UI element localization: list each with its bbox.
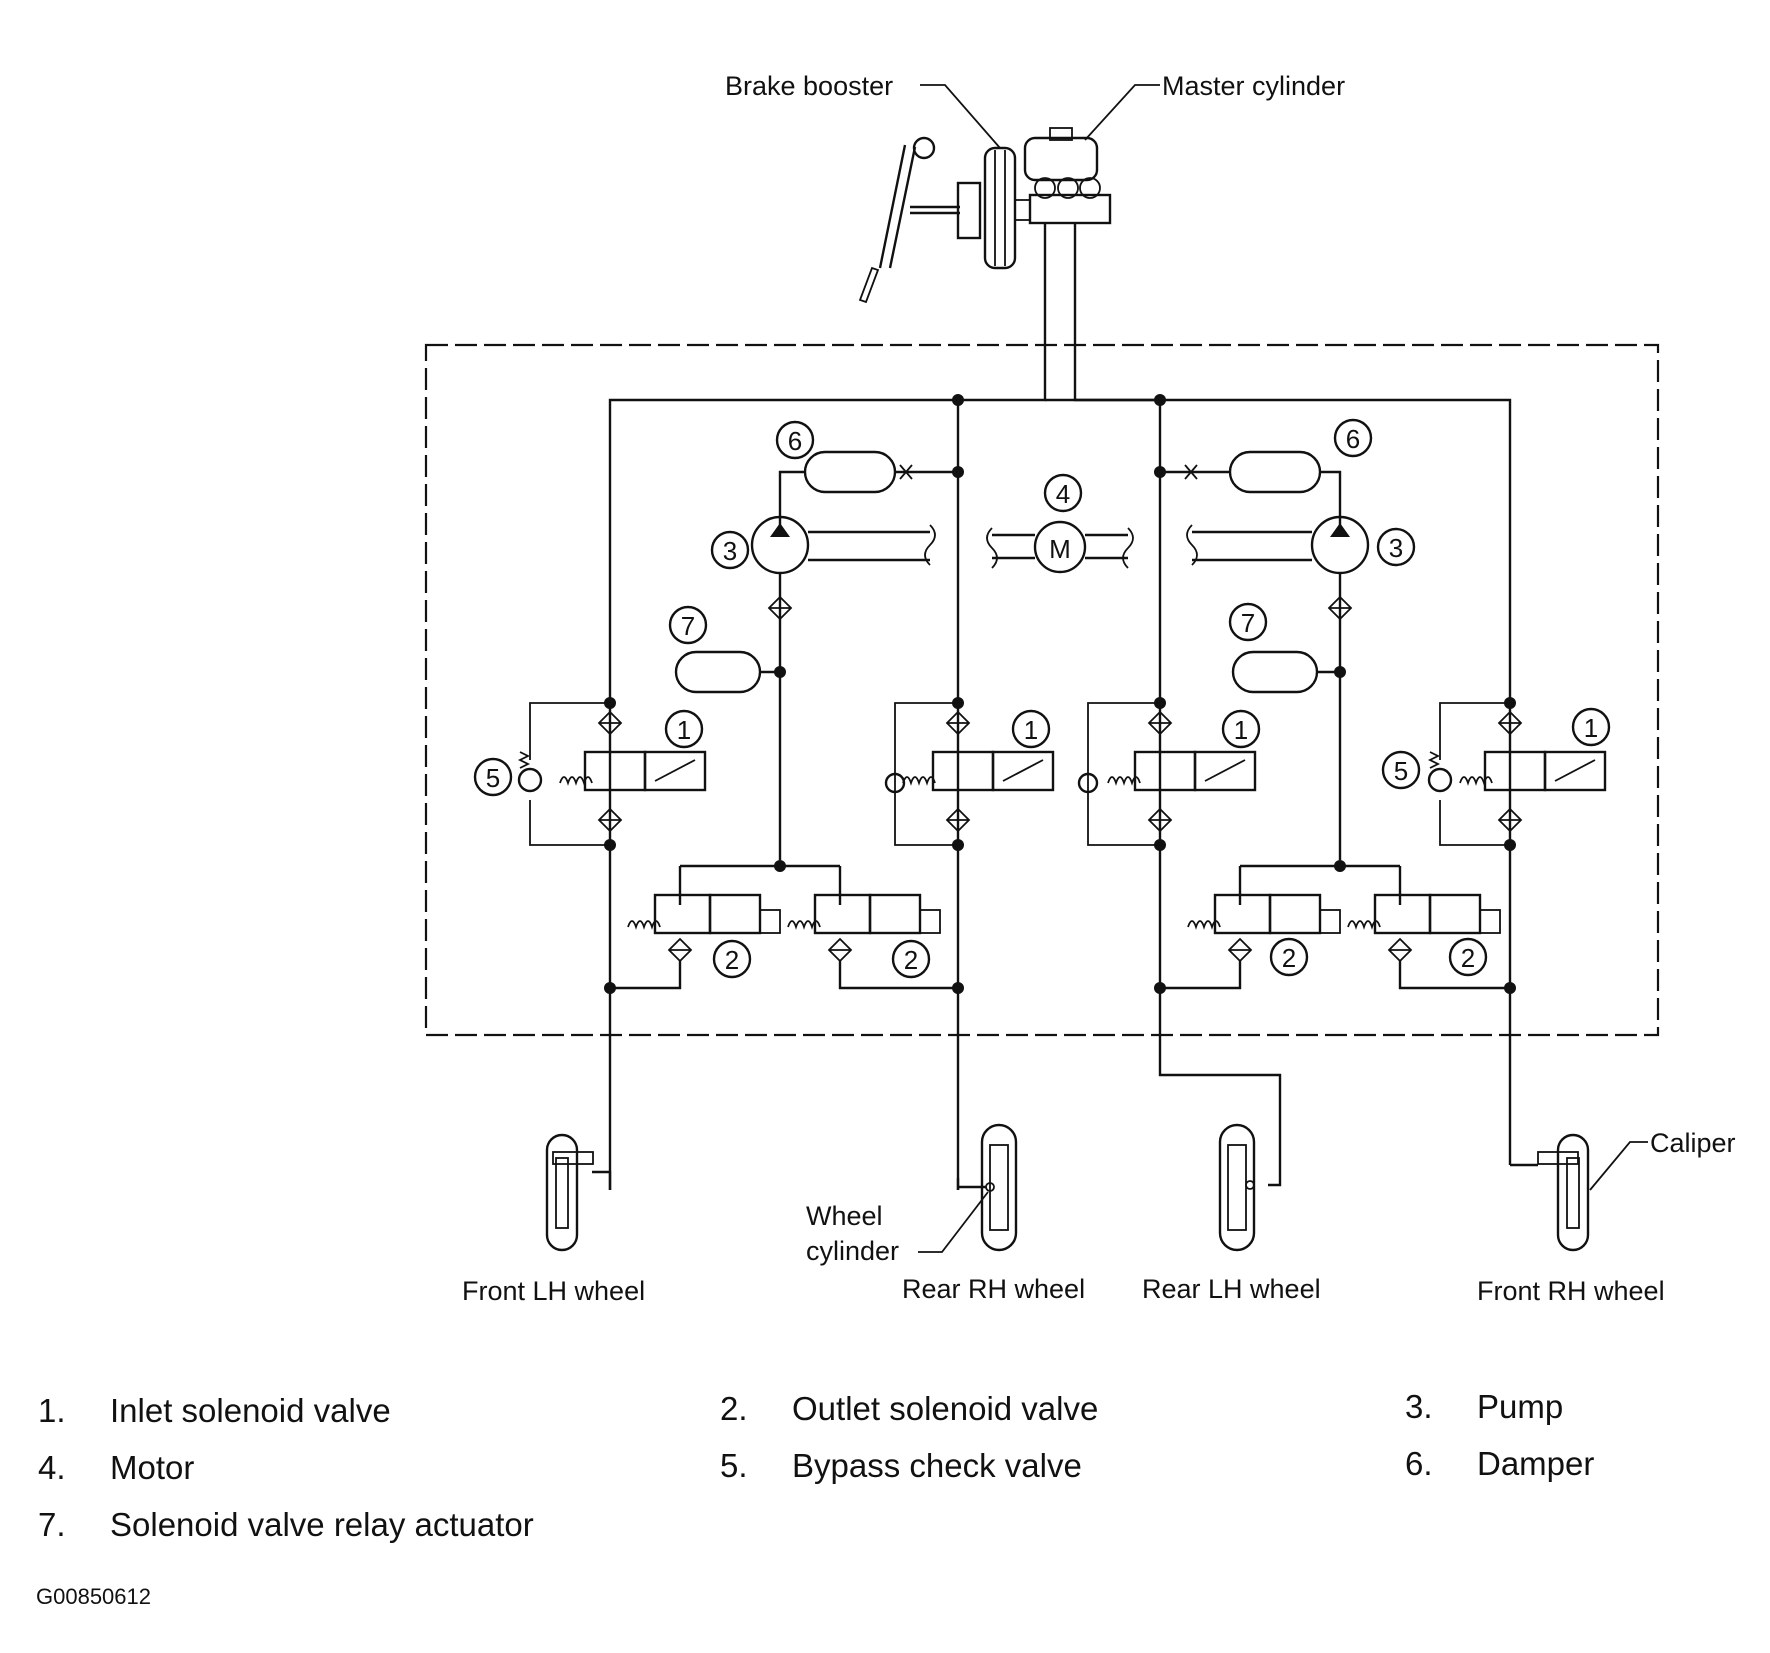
svg-text:5: 5 — [1394, 756, 1408, 786]
svg-text:2: 2 — [1282, 943, 1296, 973]
brake-booster-label: Brake booster — [725, 71, 893, 101]
master-cylinder-body — [1015, 127, 1112, 225]
svg-text:7: 7 — [1241, 608, 1255, 638]
front-lh-wheel-symbol — [545, 1133, 594, 1252]
svg-text:6: 6 — [788, 426, 802, 456]
callout-pump-right — [1376, 527, 1416, 567]
callout-inlet-fr — [1571, 707, 1611, 747]
svg-text:3: 3 — [723, 536, 737, 566]
bypass-check-valve-left — [517, 767, 543, 793]
callout-damper-right — [1333, 418, 1373, 458]
callout-inlet-rl — [1221, 709, 1261, 749]
rear-lh-wheel-label: Rear LH wheel — [1142, 1274, 1321, 1304]
brake-pedal — [858, 136, 960, 304]
relay-actuator-right — [1231, 650, 1319, 694]
front-rh-wheel-label: Front RH wheel — [1477, 1276, 1665, 1306]
front-rh-wheel-symbol — [1537, 1133, 1590, 1252]
motor: M — [986, 520, 1134, 574]
callout-pump-left — [710, 530, 750, 570]
damper-right — [1228, 450, 1322, 494]
svg-text:1: 1 — [677, 715, 691, 745]
rear-rh-wheel-symbol — [958, 1123, 1018, 1252]
relay-actuator-left — [674, 650, 762, 694]
master-supply-lines — [608, 223, 1512, 1190]
callout-relay-right — [1228, 602, 1268, 642]
callout-relay-left — [668, 605, 708, 645]
callout-inlet-fl — [664, 709, 704, 749]
svg-text:2: 2 — [725, 945, 739, 975]
brake-booster-body — [956, 146, 1017, 270]
brake-booster-leader — [920, 84, 1001, 149]
figure-id: G00850612 — [36, 1584, 151, 1609]
callout-motor — [1043, 473, 1083, 513]
svg-text:1: 1 — [1234, 715, 1248, 745]
svg-text:1: 1 — [1024, 715, 1038, 745]
callout-outlet-4 — [1448, 937, 1488, 977]
wheel-lines — [592, 990, 1538, 1190]
svg-text:2: 2 — [1461, 943, 1475, 973]
hydraulic-unit-boundary — [424, 343, 1660, 1037]
svg-text:2: 2 — [904, 945, 918, 975]
damper-left — [803, 450, 897, 494]
callout-damper-left — [775, 420, 815, 460]
svg-text:1: 1 — [1584, 713, 1598, 743]
master-cylinder-leader — [1084, 84, 1160, 141]
caliper-leader — [1589, 1141, 1648, 1191]
svg-text:4: 4 — [1056, 479, 1070, 509]
callout-bypass-left — [473, 757, 513, 797]
rear-lh-wheel-symbol — [1218, 1123, 1256, 1252]
callout-outlet-3 — [1269, 937, 1309, 977]
bypass-check-valve-right — [1427, 767, 1453, 793]
wheel-cylinder-leader — [918, 1191, 989, 1253]
master-cylinder-label: Master cylinder — [1162, 71, 1345, 101]
wheel-cylinder-label-2: cylinder — [806, 1236, 899, 1266]
callout-bypass-right — [1381, 750, 1421, 790]
callout-inlet-rr — [1011, 709, 1051, 749]
left-circuit — [517, 394, 1055, 1190]
front-lh-wheel-label: Front LH wheel — [462, 1276, 645, 1306]
motor-symbol: M — [1049, 534, 1071, 564]
wheel-cylinder-label-1: Wheel — [806, 1201, 883, 1231]
svg-text:5: 5 — [486, 763, 500, 793]
svg-text:6: 6 — [1346, 424, 1360, 454]
caliper-label: Caliper — [1650, 1128, 1736, 1158]
right-circuit — [1077, 394, 1607, 1165]
callout-outlet-1 — [712, 939, 752, 979]
svg-text:7: 7 — [681, 611, 695, 641]
callout-outlet-2 — [891, 939, 931, 979]
svg-text:3: 3 — [1389, 533, 1403, 563]
callouts: 6 6 4 3 3 7 7 1 1 1 1 5 5 2 2 2 2 — [473, 418, 1611, 979]
rear-rh-wheel-label: Rear RH wheel — [902, 1274, 1085, 1304]
